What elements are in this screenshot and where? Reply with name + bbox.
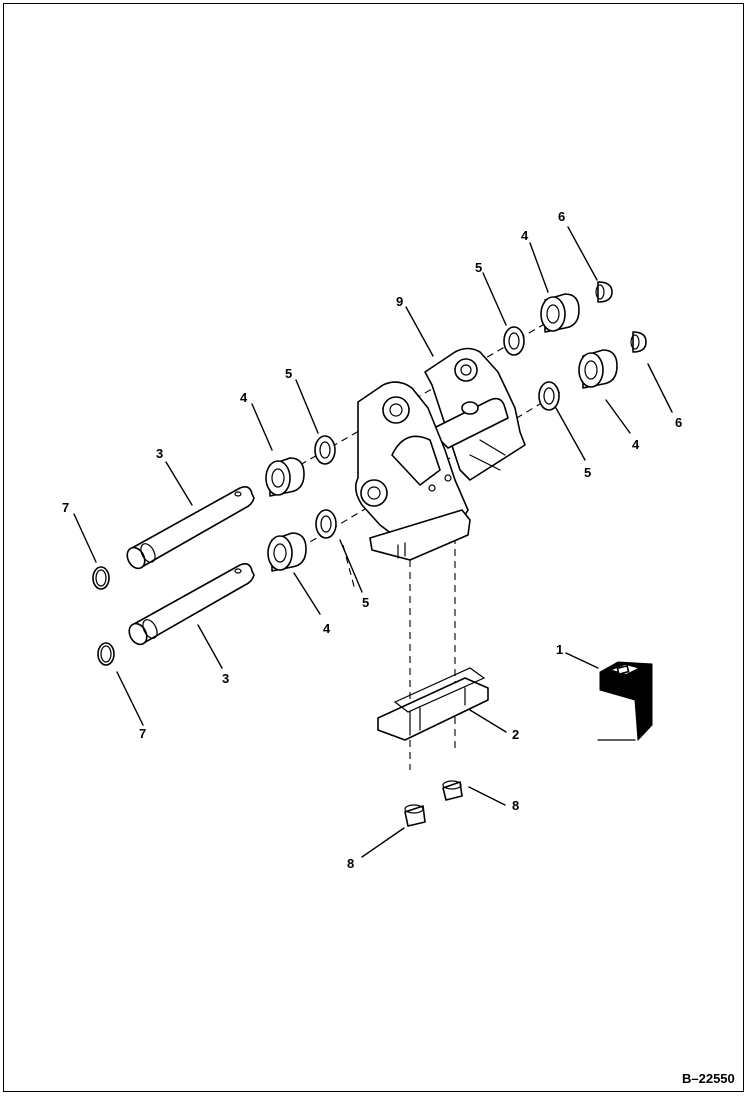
callout-4-right-upper: 4 — [521, 228, 529, 243]
callout-4-left-upper: 4 — [240, 390, 248, 405]
decal-part-1 — [597, 661, 653, 742]
callout-7-upper: 7 — [62, 500, 69, 515]
figure-reference-number: B–22550 — [682, 1071, 735, 1086]
callout-6-lower: 6 — [675, 415, 682, 430]
bushing-right-lower-part-4 — [578, 349, 618, 389]
bushing-right-upper-part-4 — [540, 293, 580, 333]
callout-5-left-lower: 5 — [362, 595, 369, 610]
snap-ring-upper-part-7 — [92, 566, 110, 590]
callout-5-left-upper: 5 — [285, 366, 292, 381]
callout-4-right-lower: 4 — [632, 437, 640, 452]
callout-3-lower: 3 — [222, 671, 229, 686]
callout-9: 9 — [396, 294, 403, 309]
washer-left-upper-part-5 — [314, 435, 336, 465]
callout-8-upper: 8 — [512, 798, 519, 813]
nut-lower-part-8 — [404, 804, 426, 827]
pin-lower-part-3 — [128, 563, 255, 646]
washer-right-upper-part-5 — [503, 326, 525, 356]
base-plate-part-2 — [377, 667, 489, 741]
clip-upper-part-6 — [595, 281, 613, 303]
mounting-bracket-part-9 — [354, 347, 526, 561]
callout-labels: 1 2 3 3 4 4 4 4 5 5 5 5 6 6 7 7 8 8 9 — [62, 209, 682, 871]
washer-right-lower-part-5 — [538, 381, 560, 411]
callout-4-left-lower: 4 — [323, 621, 331, 636]
leader-lines — [73, 226, 673, 858]
pin-upper-part-3 — [126, 486, 255, 570]
callout-3-upper: 3 — [156, 446, 163, 461]
nut-upper-part-8 — [442, 780, 463, 801]
callout-7-lower: 7 — [139, 726, 146, 741]
callout-8-lower: 8 — [347, 856, 354, 871]
callout-5-right-upper: 5 — [475, 260, 482, 275]
snap-ring-lower-part-7 — [97, 642, 115, 666]
callout-2: 2 — [512, 727, 519, 742]
bushing-left-upper-part-4 — [265, 457, 305, 497]
clip-lower-part-6 — [630, 331, 647, 353]
bushing-left-lower-part-4 — [267, 532, 307, 572]
washer-left-lower-part-5 — [315, 509, 337, 539]
callout-1: 1 — [556, 642, 563, 657]
callout-6-upper: 6 — [558, 209, 565, 224]
callout-5-right-lower: 5 — [584, 465, 591, 480]
